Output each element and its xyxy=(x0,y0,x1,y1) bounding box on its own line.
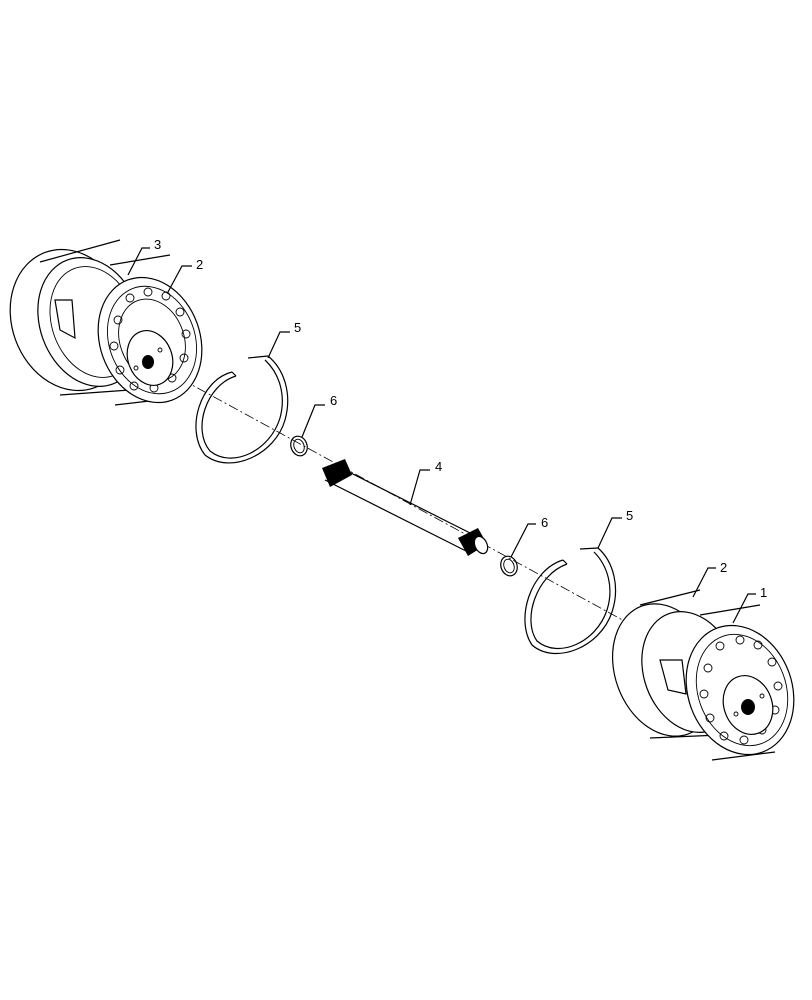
roller-elements xyxy=(109,287,191,393)
svg-text:5: 5 xyxy=(626,508,633,523)
left-bearing-assembly[interactable] xyxy=(0,233,219,418)
svg-text:4: 4 xyxy=(435,459,442,474)
svg-text:3: 3 xyxy=(154,237,161,252)
center-axis-line xyxy=(149,361,651,636)
left-retaining-ring[interactable] xyxy=(195,355,289,464)
splined-shaft[interactable] xyxy=(322,459,490,556)
svg-text:1: 1 xyxy=(760,585,767,600)
svg-text:5: 5 xyxy=(294,320,301,335)
right-bearing-assembly[interactable] xyxy=(595,589,812,770)
left-snap-ring[interactable] xyxy=(288,434,310,458)
right-snap-ring[interactable] xyxy=(498,554,520,578)
callout-5-right: 5 xyxy=(597,508,633,549)
svg-text:2: 2 xyxy=(196,257,203,272)
callout-2-left: 2 xyxy=(167,257,203,293)
callout-5-left: 5 xyxy=(267,320,301,359)
callout-1-right: 1 xyxy=(732,585,767,624)
callout-6-right: 6 xyxy=(510,515,548,558)
callout-3-left: 3 xyxy=(127,237,161,276)
callout-2-right: 2 xyxy=(692,560,727,598)
callout-6-left: 6 xyxy=(301,393,337,438)
right-retaining-ring[interactable] xyxy=(524,547,617,655)
svg-text:6: 6 xyxy=(541,515,548,530)
svg-text:2: 2 xyxy=(720,560,727,575)
callout-4-shaft: 4 xyxy=(409,459,442,506)
svg-text:6: 6 xyxy=(330,393,337,408)
